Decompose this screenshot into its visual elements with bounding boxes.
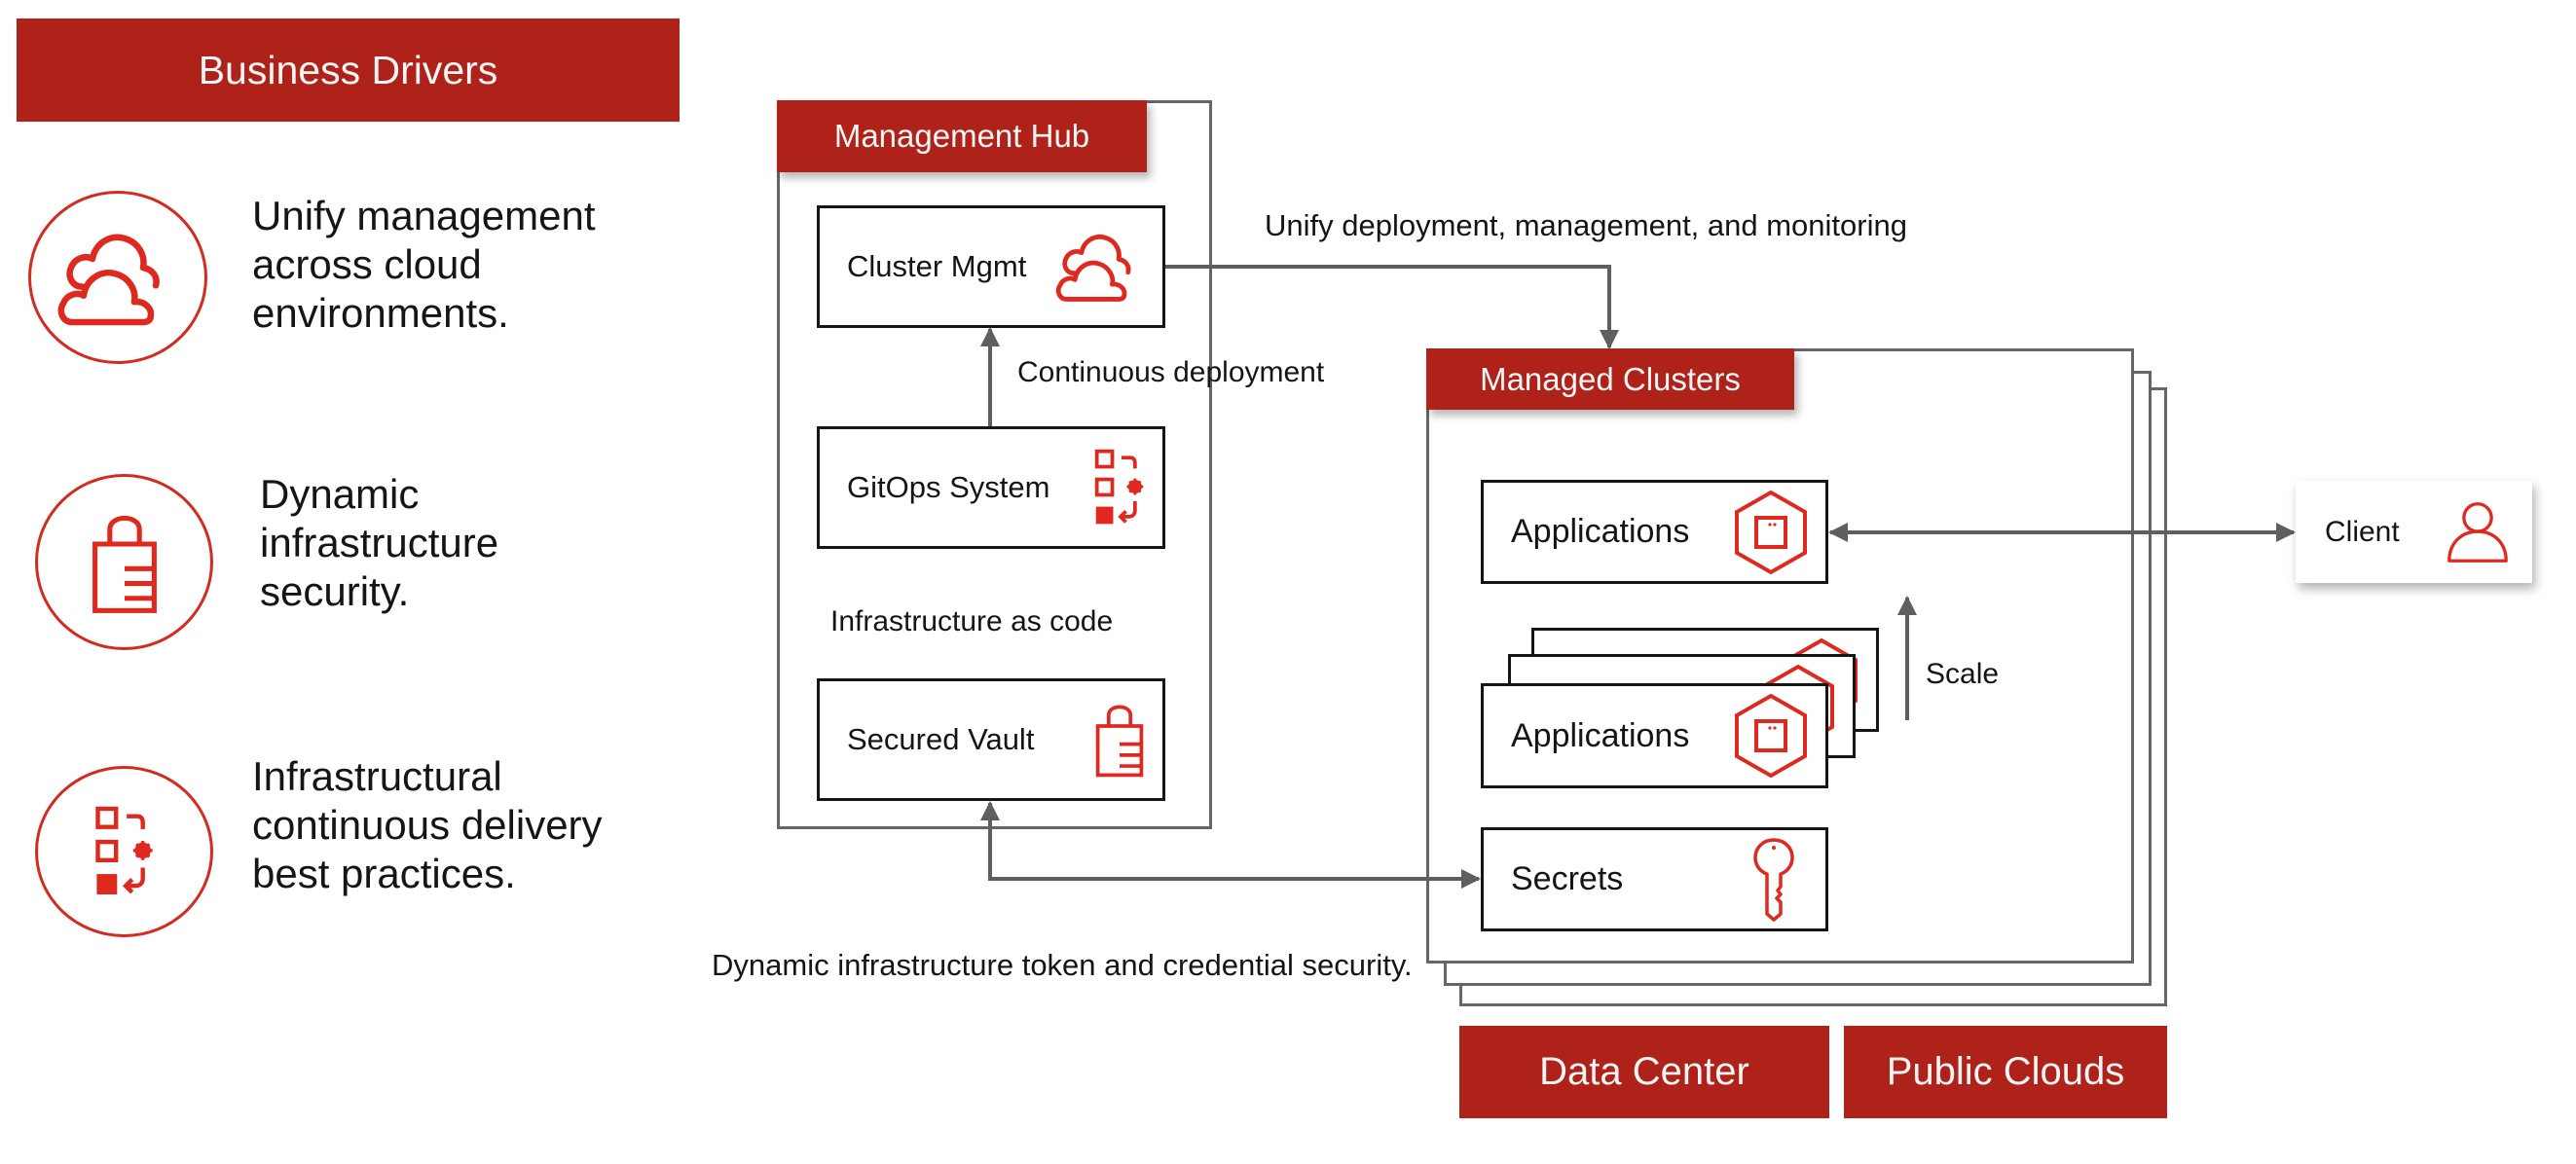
token-security-caption: Dynamic infrastructure token and credent… [712,948,1413,982]
scale-caption: Scale [1926,658,2000,690]
client-label: Client [2325,515,2400,548]
application-icon [1732,489,1810,576]
connector-unify [1164,265,1619,349]
gitops-system-node[interactable]: GitOps System [817,426,1165,549]
continuous-deployment-caption: Continuous deployment [1017,356,1325,388]
applications-scaled-label: Applications [1511,716,1690,754]
driver-line: infrastructure [260,520,499,565]
gitops-system-label: GitOps System [847,470,1050,504]
application-icon [1732,692,1810,780]
business-drivers-header: Business Drivers [17,18,680,122]
client-node[interactable]: Client [2296,481,2532,583]
infrastructure-as-code-caption: Infrastructure as code [830,605,1114,637]
driver-icon-circle-cloud [28,191,207,364]
management-hub-title: Management Hub [833,118,1090,154]
location-data-center[interactable]: Data Center [1459,1026,1829,1118]
lock-icon [1092,698,1147,782]
driver-line: continuous delivery [252,802,603,848]
driver-line: Unify management [252,193,596,238]
secured-vault-node[interactable]: Secured Vault [817,678,1165,801]
cluster-mgmt-node[interactable]: Cluster Mgmt [817,205,1165,328]
cluster-mgmt-label: Cluster Mgmt [847,249,1027,283]
driver-line: Dynamic [260,471,420,517]
management-hub-header: Management Hub [777,100,1147,172]
gitops-icon [1092,446,1147,529]
key-icon [1749,836,1798,924]
driver-icon-circle-lock [35,474,213,650]
driver-continuous-delivery: Infrastructural continuous delivery best… [252,752,603,898]
location-public-clouds[interactable]: Public Clouds [1844,1026,2167,1118]
location-data-center-label: Data Center [1539,1050,1749,1093]
applications-node[interactable]: Applications [1481,480,1828,584]
applications-scaled-node[interactable]: Applications [1481,683,1828,788]
driver-line: security. [260,568,410,614]
applications-label: Applications [1511,513,1690,550]
user-icon [2445,500,2511,564]
driver-line: Infrastructural [252,753,502,799]
business-drivers-title: Business Drivers [198,47,498,92]
driver-line: across cloud [252,241,482,287]
unify-caption: Unify deployment, management, and monito… [1265,208,1907,242]
secured-vault-label: Secured Vault [847,722,1035,756]
driver-line: environments. [252,290,509,336]
secrets-label: Secrets [1511,860,1624,897]
driver-icon-circle-gitops [35,766,213,937]
connector-token-security [980,801,1481,889]
cloud-icon [1053,225,1147,309]
driver-dynamic-security: Dynamic infrastructure security. [260,470,498,616]
secrets-node[interactable]: Secrets [1481,827,1828,931]
managed-clusters-header: Managed Clusters [1426,348,1794,410]
managed-clusters-title: Managed Clusters [1480,360,1741,397]
driver-unify-management: Unify management across cloud environmen… [252,192,596,338]
driver-line: best practices. [252,851,516,896]
location-public-clouds-label: Public Clouds [1886,1050,2125,1093]
